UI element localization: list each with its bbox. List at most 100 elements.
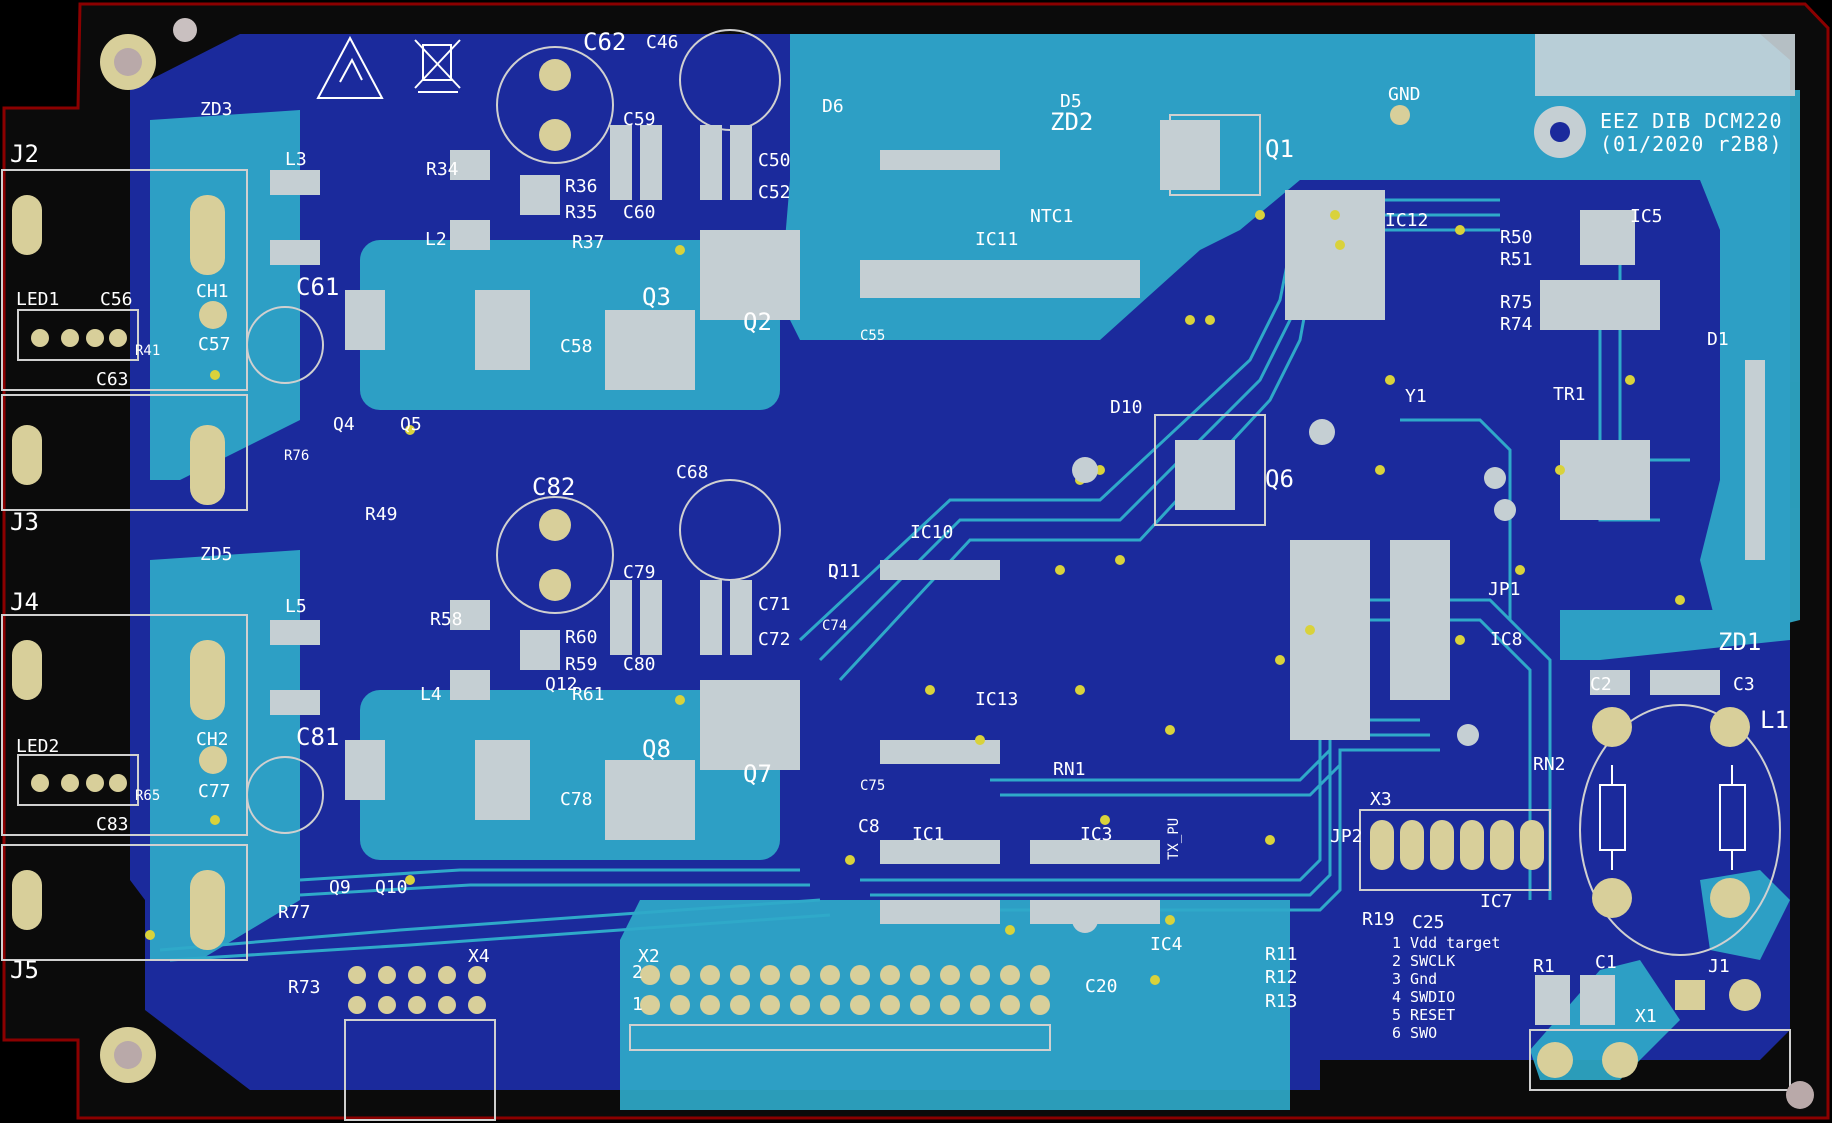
c56-label: C56 (100, 289, 133, 310)
c57-label: C57 (198, 334, 231, 355)
c59-label: C59 (623, 109, 656, 130)
c61-label: C61 (296, 273, 339, 301)
l4-label: L4 (420, 684, 442, 705)
r11-label: R11 (1265, 944, 1298, 965)
q12-label: Q12 (545, 674, 578, 695)
ic10-label: IC10 (910, 522, 953, 543)
r13-label: R13 (1265, 991, 1298, 1012)
r36-label: R36 (565, 176, 598, 197)
ic7-label: IC7 (1480, 891, 1513, 912)
open-hardware-logo-icon (1534, 106, 1586, 158)
x4-header-pins (348, 966, 486, 1014)
smd-pads (270, 120, 1765, 1025)
q3-label: Q3 (642, 283, 671, 311)
c72-label: C72 (758, 629, 791, 650)
r41-label: R41 (135, 343, 160, 359)
j4-label: J4 (10, 588, 39, 616)
test-points (1072, 419, 1516, 933)
c25-label: C25 (1412, 912, 1445, 933)
q2-label: Q2 (743, 308, 772, 336)
j1-label: J1 (1708, 956, 1730, 977)
x3-label: X3 (1370, 789, 1392, 810)
led2-label: LED2 (16, 736, 59, 757)
swd-legend-line: 2 SWCLK (1392, 952, 1455, 970)
swd-legend-line: 1 Vdd target (1392, 934, 1500, 952)
c52-label: C52 (758, 182, 791, 203)
r12-label: R12 (1265, 967, 1298, 988)
swd-legend-line: 4 SWDIO (1392, 988, 1455, 1006)
mounting-holes (100, 18, 1814, 1109)
vias (145, 210, 1685, 985)
x2-header-pins (640, 965, 1050, 1015)
gnd-label: GND (1388, 84, 1421, 105)
d1-label: D1 (1707, 329, 1729, 350)
q8-label: Q8 (642, 735, 671, 763)
swd-legend-line: 3 Gnd (1392, 970, 1437, 988)
q9-label: Q9 (329, 877, 351, 898)
tx-pu-label: TX_PU (1166, 818, 1182, 860)
zd2-label: ZD2 (1050, 108, 1093, 136)
r1-label: R1 (1533, 956, 1555, 977)
ic13-label: IC13 (975, 689, 1018, 710)
c78-label: C78 (560, 789, 593, 810)
q5-label: Q5 (400, 414, 422, 435)
jp2-label: JP2 (1330, 826, 1363, 847)
r76-label: R76 (284, 448, 309, 464)
x2-label: X2 (638, 946, 660, 967)
r37-label: R37 (572, 232, 605, 253)
ic8-label: IC8 (1490, 629, 1523, 650)
q6-label: Q6 (1265, 465, 1294, 493)
c46-label: C46 (646, 32, 679, 53)
r61-label: R61 (572, 684, 605, 705)
r65-label: R65 (135, 788, 160, 804)
esd-icon (316, 35, 384, 99)
r75-label: R75 (1500, 292, 1533, 313)
c50-label: C50 (758, 150, 791, 171)
j2-label: J2 (10, 140, 39, 168)
c74-label: C74 (822, 618, 847, 634)
zd1-label: ZD1 (1718, 628, 1761, 656)
c58-label: C58 (560, 336, 593, 357)
silkscreen-outlines (1, 29, 1791, 1121)
zd3-label: ZD3 (200, 99, 233, 120)
r49-label: R49 (365, 504, 398, 525)
tr1-label: TR1 (1553, 384, 1586, 405)
c3-label: C3 (1733, 674, 1755, 695)
swd-legend-line: 5 RESET (1392, 1006, 1455, 1024)
x2-pin2-label: 2 (632, 962, 643, 983)
x4-label: X4 (468, 946, 490, 967)
r77-label: R77 (278, 902, 311, 923)
led1-label: LED1 (16, 289, 59, 310)
l5-label: L5 (285, 596, 307, 617)
c62-label: C62 (583, 28, 626, 56)
swd-legend-line: 6 SWO (1392, 1024, 1437, 1042)
label-area (1535, 34, 1795, 96)
c82-label: C82 (532, 473, 575, 501)
weee-bin-icon (414, 39, 461, 93)
ntc1-label: NTC1 (1030, 206, 1073, 227)
swd-pinout-legend: 1 Vdd target 2 SWCLK 3 Gnd 4 SWDIO 5 RES… (1392, 934, 1500, 1042)
board-subtitle: (01/2020 r2B8) (1600, 132, 1783, 156)
q4-label: Q4 (333, 414, 355, 435)
led-pins (31, 329, 127, 792)
board-title: EEZ DIB DCM220 (1600, 109, 1783, 133)
c20-label: C20 (1085, 976, 1118, 997)
ic5-label: IC5 (1630, 206, 1663, 227)
r74-label: R74 (1500, 314, 1533, 335)
c1-label: C1 (1595, 952, 1617, 973)
l2-label: L2 (425, 229, 447, 250)
c81-label: C81 (296, 723, 339, 751)
d5-label: D5 (1060, 91, 1082, 112)
r58-label: R58 (430, 609, 463, 630)
c83-label: C83 (96, 814, 129, 835)
q7-label: Q7 (743, 760, 772, 788)
c80-label: C80 (623, 654, 656, 675)
c75-label: C75 (860, 778, 885, 794)
r73-label: R73 (288, 977, 321, 998)
x1-label: X1 (1635, 1006, 1657, 1027)
ic3-label: IC3 (1080, 824, 1113, 845)
l1-label: L1 (1760, 706, 1789, 734)
c77-label: C77 (198, 781, 231, 802)
r34-label: R34 (426, 159, 459, 180)
